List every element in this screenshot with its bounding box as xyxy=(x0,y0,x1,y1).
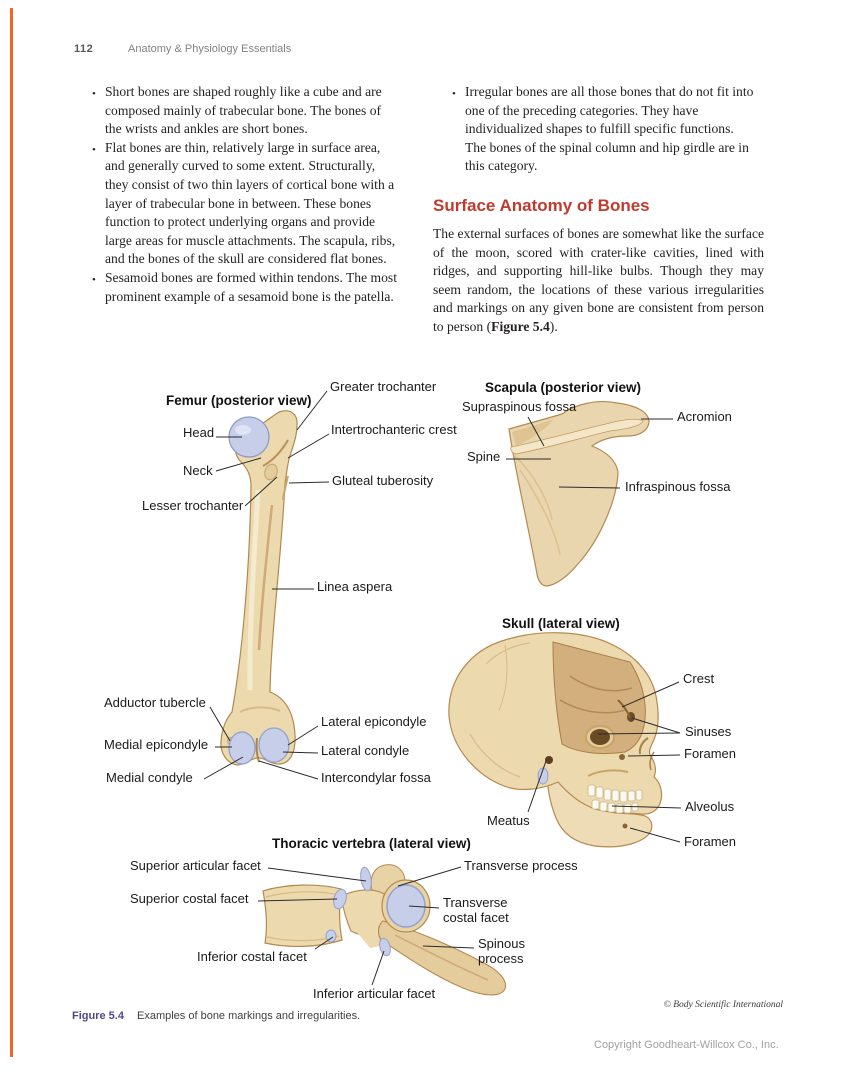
bullet-text: Flat bones are thin, relatively large in… xyxy=(105,139,396,267)
label-superior-costal-facet: Superior costal facet xyxy=(130,891,249,906)
bullet-dot xyxy=(92,83,105,139)
label-adductor-tubercle: Adductor tubercle xyxy=(104,695,206,710)
label-alveolus: Alveolus xyxy=(685,799,735,814)
page-number: 112 xyxy=(74,43,94,55)
label-inferior-articular-facet: Inferior articular facet xyxy=(313,986,436,1001)
label-transverse-costal-facet: Transverse costal facet xyxy=(443,895,509,925)
figure-reference: Figure 5.4 xyxy=(491,318,550,334)
label-transverse-process: Transverse process xyxy=(464,858,578,873)
femur-title: Femur (posterior view) xyxy=(166,393,312,408)
label-intercondylar-fossa: Intercondylar fossa xyxy=(321,770,431,785)
label-sinuses: Sinuses xyxy=(685,724,732,739)
bullet-text: Irregular bones are all those bones that… xyxy=(465,84,754,174)
section-paragraph: The external surfaces of bones are somew… xyxy=(433,225,764,337)
illustration-credit: © Body Scientific International xyxy=(663,1000,783,1010)
figure-caption-text: Examples of bone markings and irregulari… xyxy=(137,1010,361,1022)
label-lateral-epicondyle: Lateral epicondyle xyxy=(321,714,427,729)
label-greater-trochanter: Greater trochanter xyxy=(330,379,437,394)
label-infraspinous-fossa: Infraspinous fossa xyxy=(625,479,731,494)
bullet-dot xyxy=(452,83,465,176)
label-acromion: Acromion xyxy=(677,409,732,424)
vertebra-illustration xyxy=(262,864,507,996)
label-lateral-condyle: Lateral condyle xyxy=(321,743,410,758)
skull-teeth xyxy=(587,784,643,814)
running-head: Anatomy & Physiology Essentials xyxy=(128,43,292,55)
label-medial-epicondyle: Medial epicondyle xyxy=(104,737,209,752)
scapula-title: Scapula (posterior view) xyxy=(485,380,642,395)
right-column: Irregular bones are all those bones that… xyxy=(452,83,756,176)
copyright-notice: Copyright Goodheart-Willcox Co., Inc. xyxy=(594,1039,779,1051)
label-spine: Spine xyxy=(467,449,501,464)
label-superior-articular-facet: Superior articular facet xyxy=(130,858,261,873)
bullet-dot xyxy=(92,269,105,306)
left-column: Short bones are shaped roughly like a cu… xyxy=(92,83,401,306)
label-foramen-lower: Foramen xyxy=(684,834,737,849)
label-spinous-process: Spinous process xyxy=(478,936,525,966)
label-lesser-trochanter: Lesser trochanter xyxy=(142,498,244,513)
section-heading: Surface Anatomy of Bones xyxy=(433,196,650,215)
label-medial-condyle: Medial condyle xyxy=(106,770,193,785)
label-head: Head xyxy=(183,425,215,440)
femur-illustration xyxy=(220,410,298,766)
skull-title: Skull (lateral view) xyxy=(502,616,620,631)
label-gluteal-tuberosity: Gluteal tuberosity xyxy=(332,473,434,488)
label-foramen-upper: Foramen xyxy=(684,746,737,761)
page-edge-accent xyxy=(10,8,13,1057)
bullet-item: Short bones are shaped roughly like a cu… xyxy=(92,83,401,139)
vertebra-title: Thoracic vertebra (lateral view) xyxy=(272,836,471,851)
figure-caption-label: Figure 5.4 xyxy=(72,1010,124,1022)
bullet-item: Sesamoid bones are formed within tendons… xyxy=(92,269,401,306)
bullet-dot xyxy=(92,139,105,269)
skull-illustration xyxy=(448,632,663,848)
bullet-text: Short bones are shaped roughly like a cu… xyxy=(105,84,382,137)
label-neck: Neck xyxy=(183,463,213,478)
label-meatus: Meatus xyxy=(487,813,530,828)
label-crest: Crest xyxy=(683,671,715,686)
label-intertrochanteric-crest: Intertrochanteric crest xyxy=(331,422,457,437)
bullet-text: Sesamoid bones are formed within tendons… xyxy=(105,269,397,304)
bullet-item: Irregular bones are all those bones that… xyxy=(452,83,756,176)
label-supraspinous-fossa: Supraspinous fossa xyxy=(462,399,577,414)
paragraph-text: The external surfaces of bones are somew… xyxy=(433,226,765,334)
bullet-item: Flat bones are thin, relatively large in… xyxy=(92,139,401,269)
label-linea-aspera: Linea aspera xyxy=(317,579,393,594)
paragraph-end: ). xyxy=(549,318,558,334)
label-inferior-costal-facet: Inferior costal facet xyxy=(197,949,307,964)
